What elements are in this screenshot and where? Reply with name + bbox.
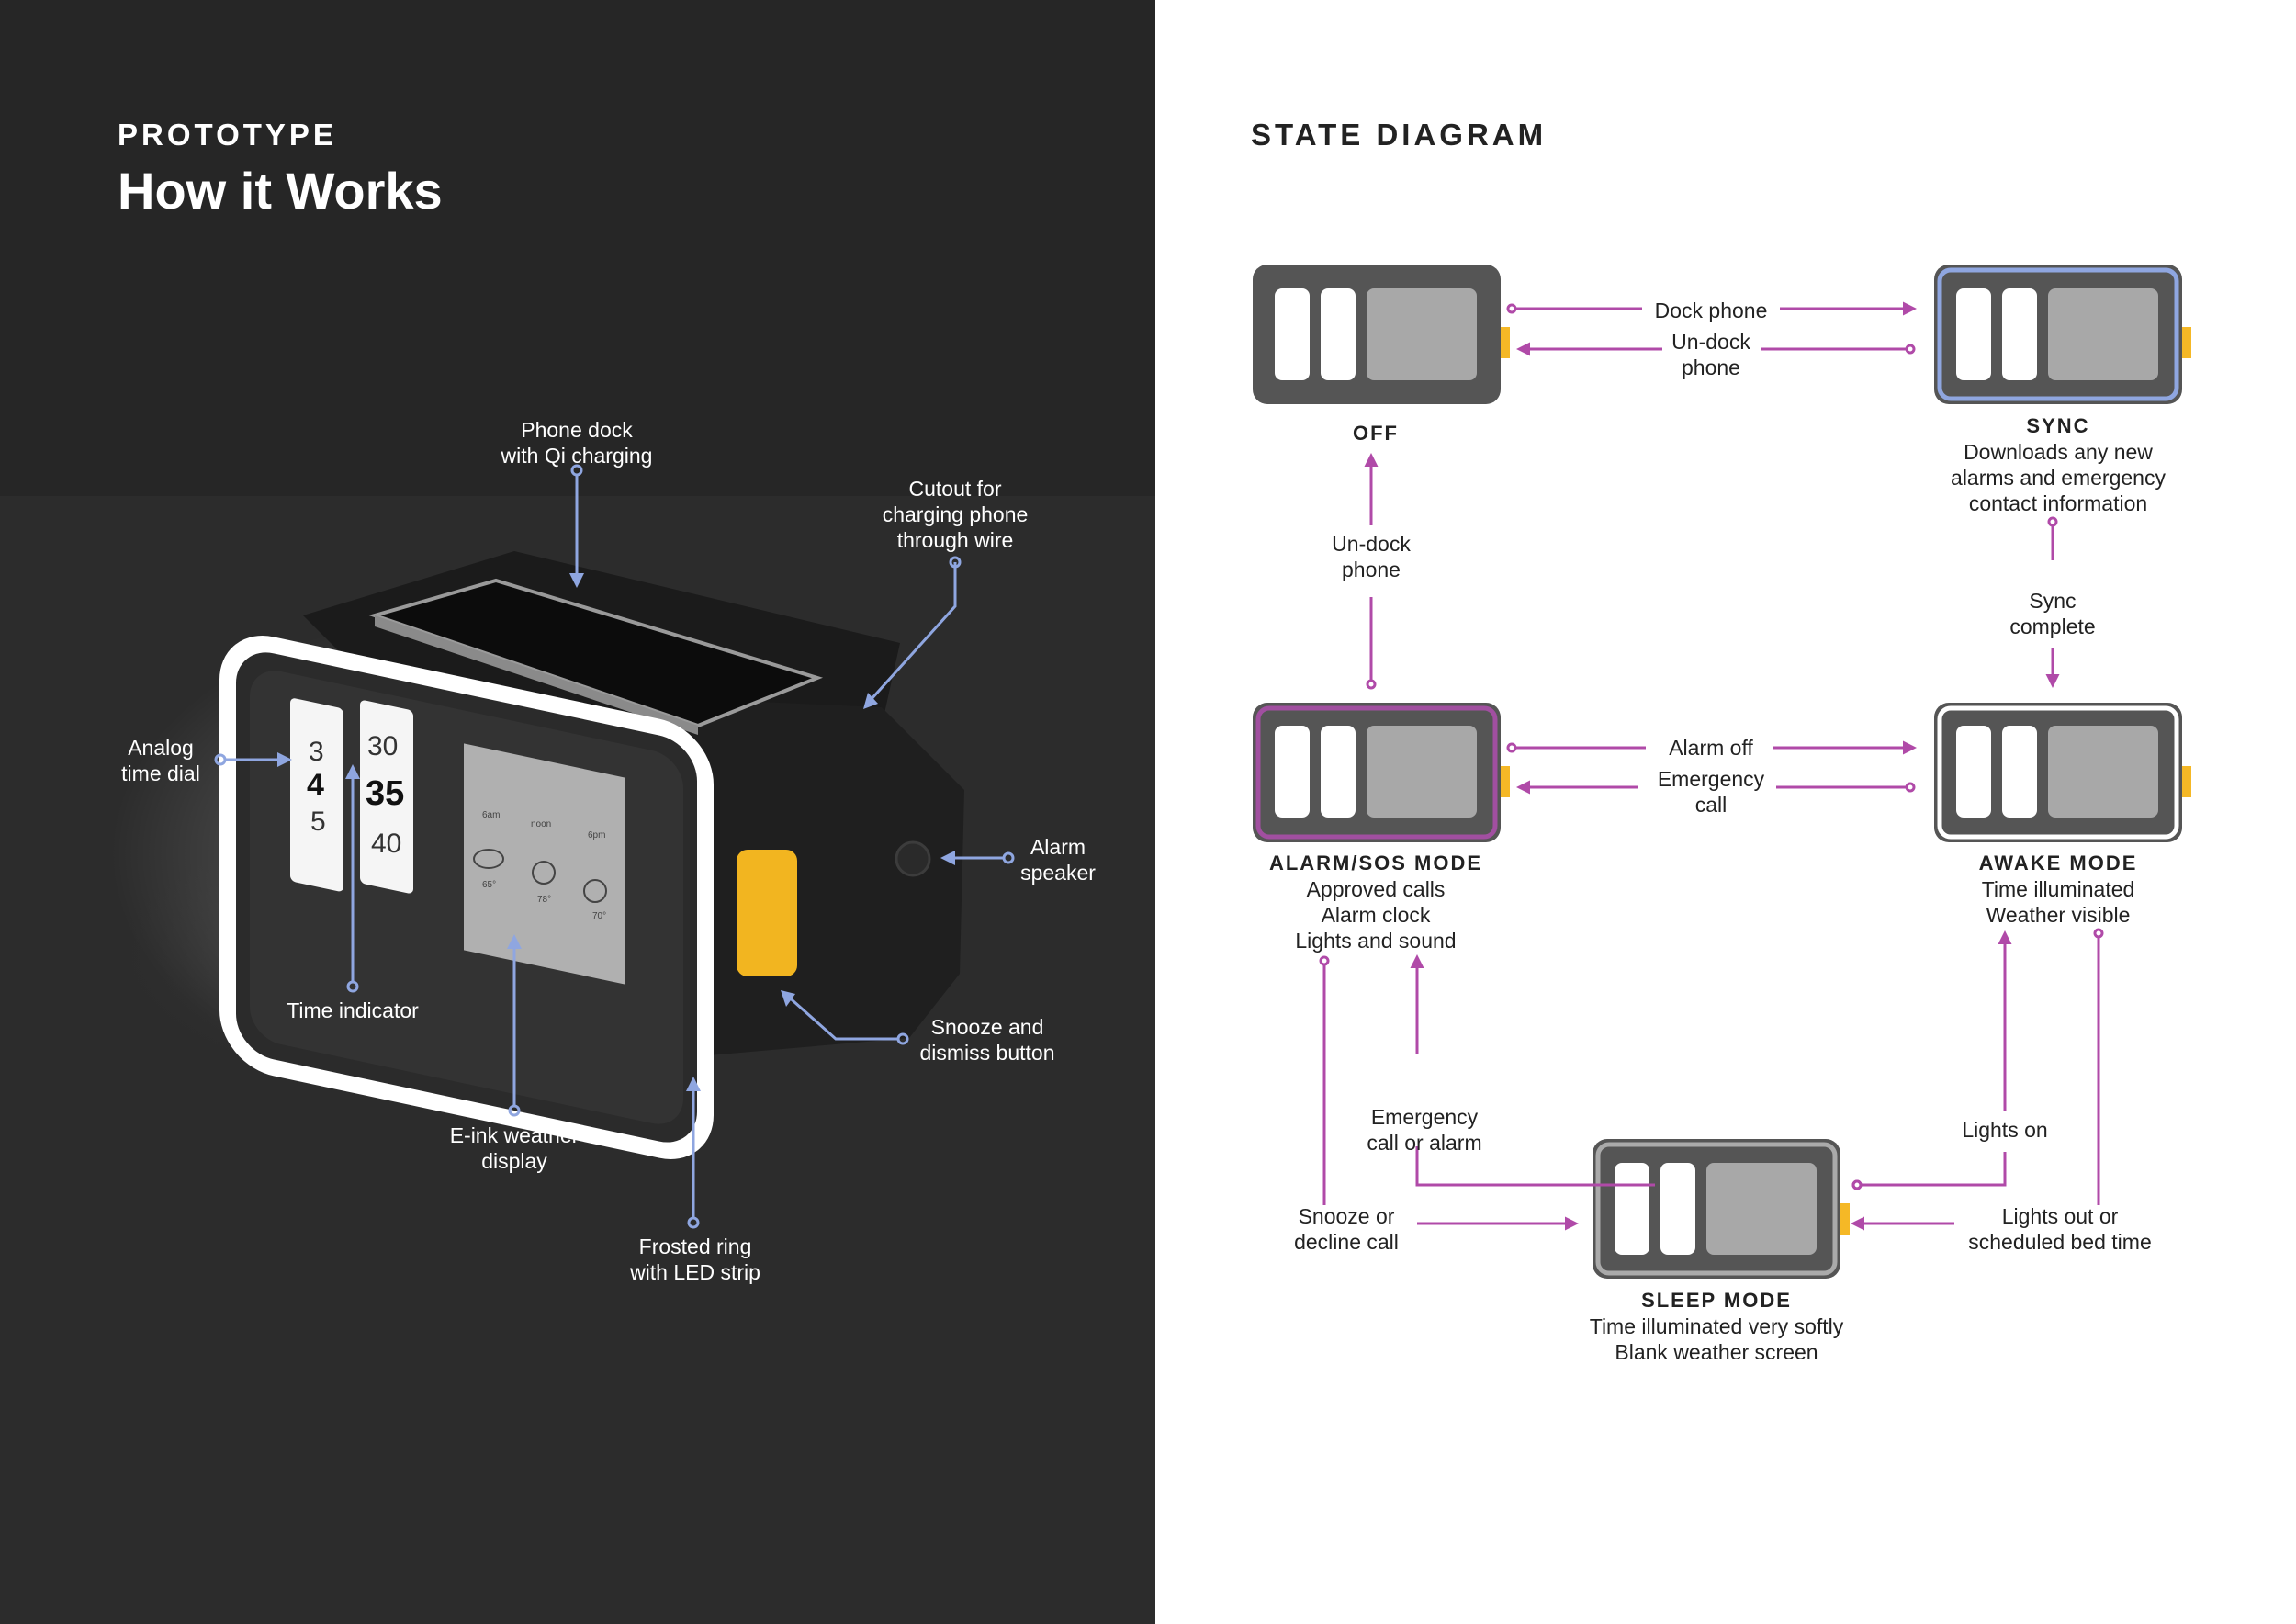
dial-left-digit-bottom: 5 xyxy=(310,806,326,837)
button-indicator xyxy=(2182,327,2191,358)
eink-weather-display xyxy=(464,743,625,985)
state-box-awake xyxy=(1934,703,2191,842)
state-box-off xyxy=(1253,265,1510,404)
button-indicator xyxy=(1501,766,1510,797)
state-diagram-title: STATE DIAGRAM xyxy=(1251,118,1548,152)
page-title: How it Works xyxy=(118,162,443,220)
transition-arrows xyxy=(1319,301,2104,1231)
state-box-sync xyxy=(1934,265,2191,404)
button-indicator xyxy=(1501,327,1510,358)
button-indicator xyxy=(1840,1203,1850,1235)
phone xyxy=(368,578,824,735)
transition-lights-on: Lights on xyxy=(1962,1118,2048,1142)
callout-time-indicator: Time indicator xyxy=(287,998,419,1022)
sun-cloud-icon xyxy=(532,861,556,885)
transition-alarm-off: Alarm off xyxy=(1669,736,1753,760)
weather-temp-1: 65° xyxy=(482,880,496,890)
dial-right-digit-top: 30 xyxy=(367,731,398,761)
state-box-sleep xyxy=(1593,1139,1850,1279)
weather-temp-2: 78° xyxy=(537,895,551,905)
dial-right-digit-bottom: 40 xyxy=(371,829,401,859)
dial-right-digit-mid: 35 xyxy=(366,774,404,813)
prototype-eyebrow: PROTOTYPE xyxy=(118,118,337,152)
speaker-grille xyxy=(895,840,931,877)
state-box-alarm xyxy=(1253,703,1510,842)
dial-left-digit-top: 3 xyxy=(309,737,324,767)
device-illustration: 3 4 5 30 35 40 6am noon 6pm 65° 78° 70° xyxy=(83,464,1015,1229)
weather-time-3: 6pm xyxy=(588,830,605,840)
prototype-panel: PROTOTYPE How it Works xyxy=(0,0,1155,1624)
callout-arrowheads xyxy=(277,573,955,1091)
weather-temp-3: 70° xyxy=(592,911,606,921)
cloud-icon xyxy=(473,849,504,869)
state-off-label: OFF xyxy=(1353,422,1399,445)
state-diagram-panel: STATE DIAGRAM xyxy=(1155,0,2296,1624)
callout-lines xyxy=(214,464,1015,1229)
snooze-button xyxy=(737,850,797,976)
weather-time-1: 6am xyxy=(482,810,500,820)
sun-icon xyxy=(583,879,607,903)
button-indicator xyxy=(2182,766,2191,797)
weather-time-2: noon xyxy=(531,819,551,829)
dial-left-digit-mid: 4 xyxy=(307,768,324,803)
state-diagram xyxy=(1253,265,2191,1279)
transition-dock-phone: Dock phone xyxy=(1654,299,1768,322)
